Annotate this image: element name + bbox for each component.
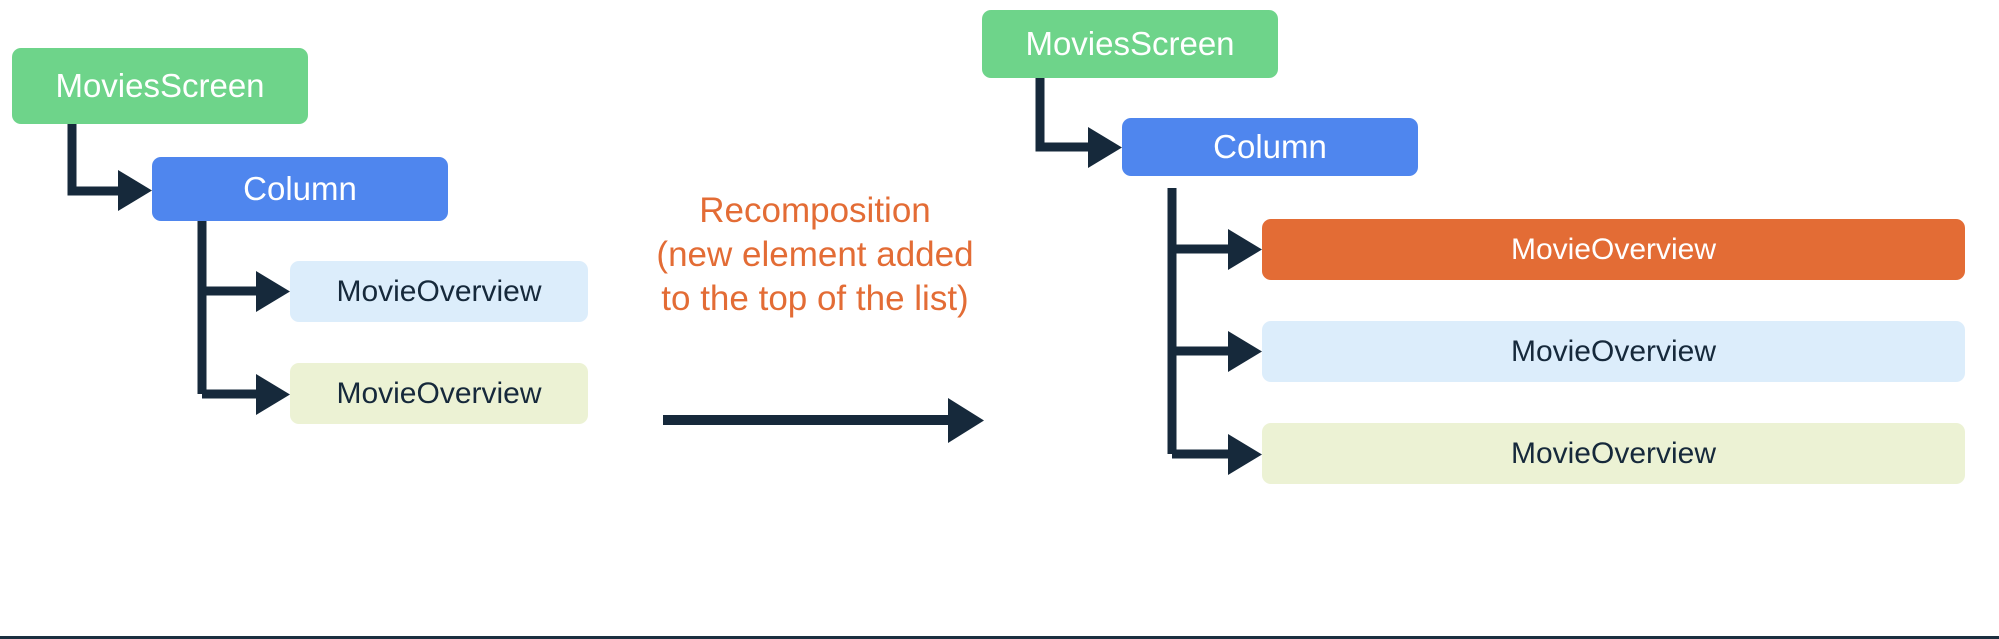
- after-node-movies-screen[interactable]: MoviesScreen: [982, 10, 1278, 78]
- before-node-column[interactable]: Column: [152, 157, 448, 221]
- before-node-movies-screen[interactable]: MoviesScreen: [12, 48, 308, 124]
- after-node-column[interactable]: Column: [1122, 118, 1418, 176]
- after-node-movie-overview-new[interactable]: MovieOverview: [1262, 219, 1965, 280]
- after-node-movie-overview-1[interactable]: MovieOverview: [1262, 321, 1965, 382]
- transition-label-line-2: (new element added: [656, 235, 974, 274]
- bottom-divider: [0, 636, 1999, 639]
- before-node-movie-overview-2[interactable]: MovieOverview: [290, 363, 588, 424]
- transition-label-line-1: Recomposition: [699, 191, 931, 230]
- transition-label-line-3: to the top of the list): [661, 279, 969, 318]
- before-node-movie-overview-1[interactable]: MovieOverview: [290, 261, 588, 322]
- after-node-movie-overview-2[interactable]: MovieOverview: [1262, 423, 1965, 484]
